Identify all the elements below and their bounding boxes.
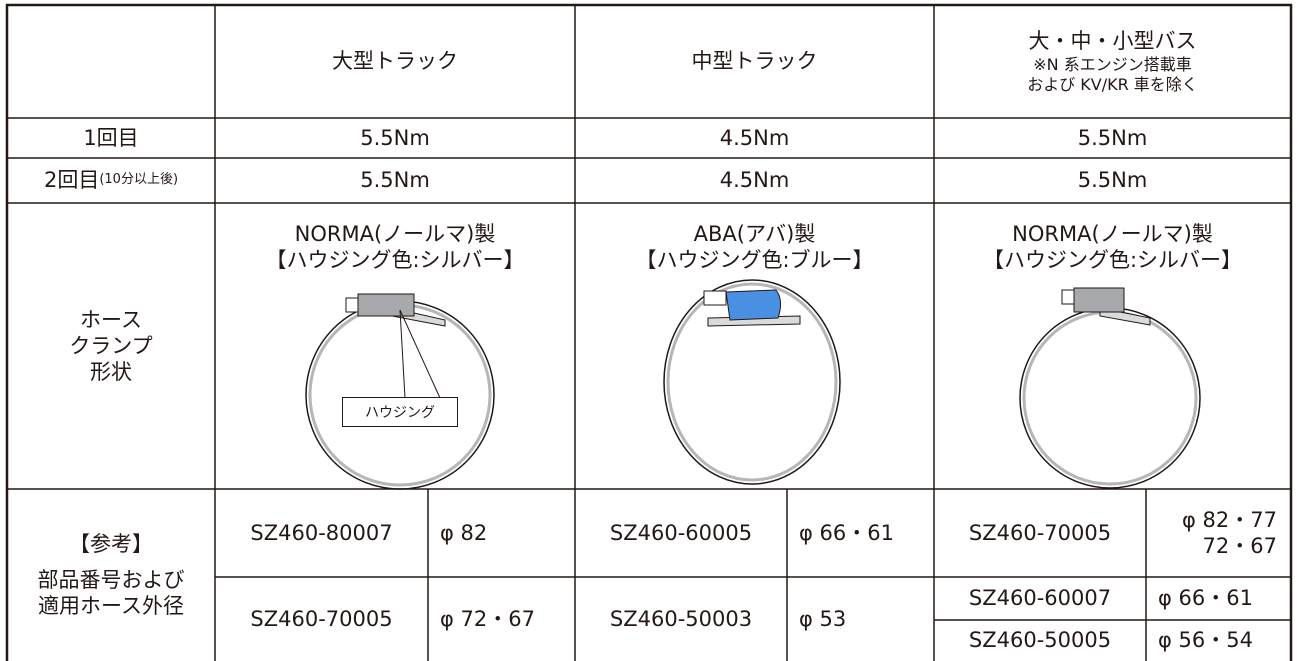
second-large-torque: 5.5Nm xyxy=(360,168,430,193)
clamp-bus-caption: NORMA(ノールマ)製 【ハウジング色:シルバー】 xyxy=(934,212,1291,282)
row-second-label-note: (10分以上後) xyxy=(99,172,179,188)
parts-label-line2: 部品番号および xyxy=(37,567,185,592)
part-diameter-line2: 72・67 xyxy=(1202,534,1277,558)
clamp-large-caption: NORMA(ノールマ)製 【ハウジング色:シルバー】 xyxy=(215,212,575,282)
second-medium-torque: 4.5Nm xyxy=(719,168,790,193)
clamp-medium-color: 【ハウジング色:ブルー】 xyxy=(635,248,874,272)
part-diameter: φ 82・77 72・67 xyxy=(1146,489,1291,577)
clamp-label-line2: クランプ xyxy=(69,333,153,358)
header-large-truck: 大型トラック xyxy=(332,49,458,74)
part-diameter-line1: φ 82・77 xyxy=(1182,507,1277,532)
header-bus-title: 大・中・小型バス xyxy=(1028,29,1197,54)
part-number: SZ460-50003 xyxy=(609,606,753,631)
part-diameter: φ 53 xyxy=(799,606,847,631)
clamp-bus-maker: NORMA(ノールマ)製 xyxy=(1012,221,1213,246)
part-diameter: φ 82 xyxy=(440,520,488,545)
clamp-large-image xyxy=(305,293,495,490)
row-first-label: 1回目 xyxy=(83,125,139,150)
clamp-bus-image xyxy=(1019,287,1201,489)
housing-callout: ハウジング xyxy=(342,397,458,427)
part-number: SZ460-60005 xyxy=(609,520,753,545)
parts-label-line1: 【参考】 xyxy=(69,531,153,556)
first-bus-torque: 5.5Nm xyxy=(1077,125,1148,150)
parts-label-line3: 適用ホース外径 xyxy=(38,594,184,619)
header-bus-note1: ※N 系エンジン搭載車 xyxy=(1033,54,1192,74)
header-bus: 大・中・小型バス ※N 系エンジン搭載車 および KV/KR 車を除く xyxy=(934,5,1291,118)
clamp-medium-maker: ABA(アバ)製 xyxy=(693,221,816,246)
second-bus-torque: 5.5Nm xyxy=(1077,168,1148,193)
clamp-medium-image xyxy=(663,279,841,485)
part-number: SZ460-50005 xyxy=(968,628,1112,653)
first-large-torque: 5.5Nm xyxy=(360,125,430,150)
parts-row-label: 【参考】 部品番号および 適用ホース外径 xyxy=(7,489,215,661)
part-diameter: φ 72・67 xyxy=(440,606,535,631)
first-medium-torque: 4.5Nm xyxy=(719,125,790,150)
row-second-label-main: 2回目 xyxy=(43,168,100,193)
part-number: SZ460-60007 xyxy=(968,586,1112,611)
clamp-label-line1: ホース xyxy=(80,307,142,332)
clamp-label-line3: 形状 xyxy=(90,360,132,385)
clamp-large-color: 【ハウジング色:シルバー】 xyxy=(265,248,525,272)
clamp-bus-color: 【ハウジング色:シルバー】 xyxy=(982,248,1243,272)
header-bus-note2: および KV/KR 車を除く xyxy=(1027,74,1198,94)
part-number: SZ460-70005 xyxy=(968,520,1112,545)
part-diameter: φ 66・61 xyxy=(799,520,894,545)
clamp-row-label: ホース クランプ 形状 xyxy=(7,203,215,489)
row-second-label: 2回目(10分以上後) xyxy=(7,158,215,203)
part-diameter: φ 66・61 xyxy=(1158,586,1253,611)
part-number: SZ460-80007 xyxy=(250,520,393,545)
part-number: SZ460-70005 xyxy=(250,606,393,631)
header-medium-truck: 中型トラック xyxy=(691,49,818,74)
clamp-medium-caption: ABA(アバ)製 【ハウジング色:ブルー】 xyxy=(575,212,934,282)
clamp-large-maker: NORMA(ノールマ)製 xyxy=(294,221,496,246)
part-diameter: φ 56・54 xyxy=(1158,628,1253,653)
